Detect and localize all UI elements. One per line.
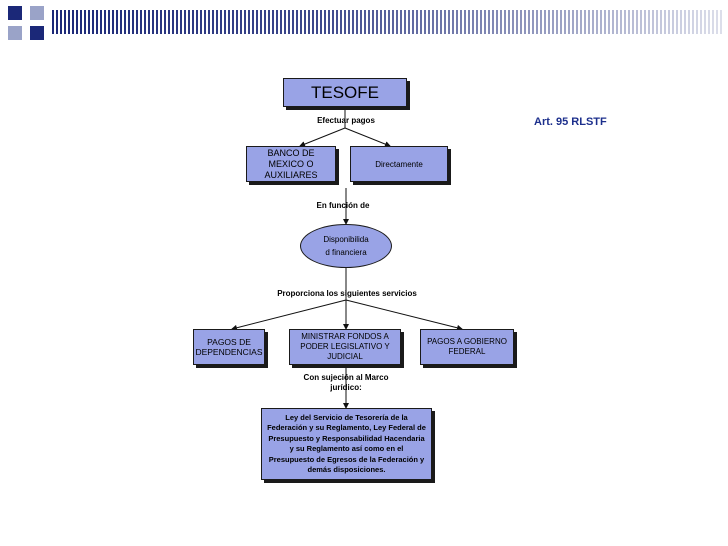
pagos-gobierno-box: PAGOS A GOBIERNO FEDERAL <box>420 329 514 365</box>
tesofe-label: TESOFE <box>310 82 379 102</box>
header-square-light <box>8 26 22 40</box>
edge-label-efectuar: Efectuar pagos <box>317 116 375 125</box>
banco-de-mexico-box: BANCO DE MEXICO O AUXILIARES <box>246 146 336 182</box>
edge-label-funcion: En función de <box>316 201 370 210</box>
directamente-label: Directamente <box>375 159 423 169</box>
header-square-dark <box>30 26 44 40</box>
pagos-dependencias-box: PAGOS DE DEPENDENCIAS <box>193 329 265 365</box>
connector-to-pagos-dep <box>231 299 347 331</box>
disponibilidad-label: Disponibilida d financiera <box>323 235 369 257</box>
disponibilidad-oval: Disponibilida d financiera <box>300 224 392 268</box>
edge-label-sujecion: Con sujeción al Marco jurídico: <box>303 373 389 392</box>
marco-juridico-label: Ley del Servicio de Tesorería de la Fede… <box>267 412 426 475</box>
edge-label-proporciona: Proporciona los siguientes servicios <box>277 289 417 298</box>
reference-article: Art. 95 RLSTF <box>534 116 607 128</box>
header-square-dark <box>8 6 22 20</box>
header-square-light <box>30 6 44 20</box>
connector-to-banco <box>299 127 346 147</box>
connector-to-directo <box>344 127 391 147</box>
ministrar-fondos-box: MINISTRAR FONDOS A PODER LEGISLATIVO Y J… <box>289 329 401 365</box>
directamente-box: Directamente <box>350 146 448 182</box>
marco-juridico-box: Ley del Servicio de Tesorería de la Fede… <box>261 408 432 480</box>
ministrar-fondos-label: MINISTRAR FONDOS A PODER LEGISLATIVO Y J… <box>300 332 390 361</box>
banco-label: BANCO DE MEXICO O AUXILIARES <box>264 147 318 180</box>
tesofe-box: TESOFE <box>283 78 407 107</box>
pagos-gobierno-label: PAGOS A GOBIERNO FEDERAL <box>427 337 507 356</box>
connector-to-pagos-gob <box>345 299 463 331</box>
header-stripe-fade <box>52 10 724 34</box>
pagos-dependencias-label: PAGOS DE DEPENDENCIAS <box>195 337 263 357</box>
